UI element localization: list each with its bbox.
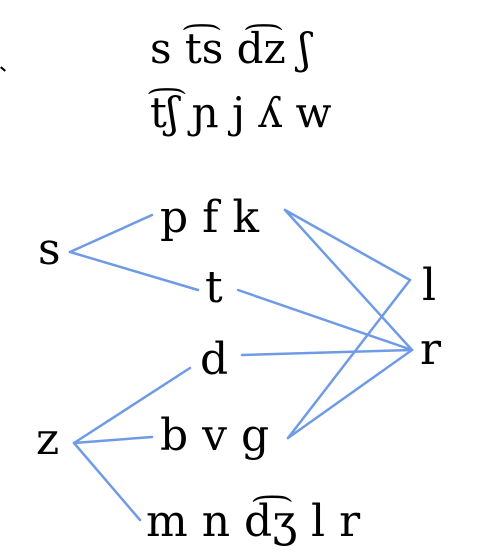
edge-bvg-r <box>286 348 414 440</box>
header-row-1: s t͡s d͡z ʃ <box>150 24 311 73</box>
edge-bvg-l <box>286 278 412 440</box>
edge-z-bvg <box>72 435 154 445</box>
edge-d-r <box>240 348 414 357</box>
node-t: t <box>205 262 223 313</box>
node-m-n-dzh-l-r: m n d͡ʒ l r <box>146 496 361 547</box>
edge-z-last <box>72 441 142 522</box>
header-row-2: t͡ʃ ɲ j ʎ w <box>150 88 332 137</box>
node-s: s <box>38 224 61 275</box>
node-b-v-g: b v g <box>160 410 270 461</box>
edge-t-r <box>236 288 414 352</box>
node-d: d <box>200 334 229 385</box>
node-z: z <box>36 414 60 465</box>
node-r: r <box>420 324 442 375</box>
edge-pfk-l <box>283 208 412 282</box>
node-l: l <box>422 260 437 311</box>
edge-s-t <box>68 250 200 292</box>
edge-z-d <box>72 366 192 445</box>
edge-pfk-r <box>283 208 414 352</box>
node-p-f-k: p f k <box>160 192 260 243</box>
edge-s-pfk <box>68 213 154 254</box>
